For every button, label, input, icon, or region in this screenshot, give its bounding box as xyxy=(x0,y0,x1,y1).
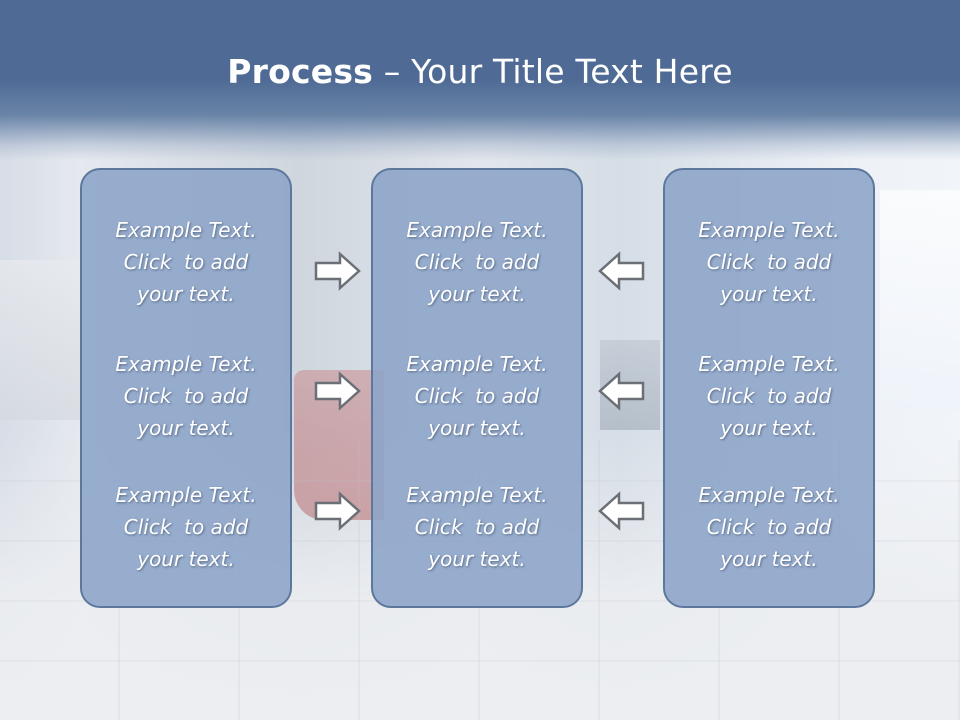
text-line: Click to add xyxy=(414,250,540,274)
text-line: Click to add xyxy=(414,515,540,539)
text-line: Example Text. xyxy=(698,218,840,242)
title-bar xyxy=(0,0,960,160)
text-block[interactable]: Example Text. Click to add your text. xyxy=(82,479,290,575)
text-block[interactable]: Example Text. Click to add your text. xyxy=(373,348,581,444)
text-line: Click to add xyxy=(706,250,832,274)
text-line: Click to add xyxy=(414,384,540,408)
text-line: your text. xyxy=(428,416,526,440)
background-window xyxy=(880,190,960,410)
arrow-left-icon[interactable] xyxy=(597,251,645,291)
arrow-right-icon[interactable] xyxy=(314,251,362,291)
text-block[interactable]: Example Text. Click to add your text. xyxy=(82,214,290,310)
text-line: Example Text. xyxy=(406,218,548,242)
slide-title[interactable]: Process – Your Title Text Here xyxy=(0,52,960,91)
text-block[interactable]: Example Text. Click to add your text. xyxy=(373,479,581,575)
text-line: Example Text. xyxy=(698,352,840,376)
process-box-left[interactable]: Example Text. Click to add your text. Ex… xyxy=(80,168,292,608)
text-line: Example Text. xyxy=(406,483,548,507)
text-line: Example Text. xyxy=(406,352,548,376)
text-line: your text. xyxy=(137,416,235,440)
process-box-middle[interactable]: Example Text. Click to add your text. Ex… xyxy=(371,168,583,608)
text-line: Click to add xyxy=(123,384,249,408)
text-line: your text. xyxy=(137,282,235,306)
text-block[interactable]: Example Text. Click to add your text. xyxy=(665,214,873,310)
text-block[interactable]: Example Text. Click to add your text. xyxy=(373,214,581,310)
text-line: Click to add xyxy=(706,384,832,408)
text-line: your text. xyxy=(137,547,235,571)
text-line: your text. xyxy=(720,282,818,306)
arrow-right-icon[interactable] xyxy=(314,371,362,411)
text-line: Click to add xyxy=(123,250,249,274)
text-line: your text. xyxy=(720,416,818,440)
background-cabinet xyxy=(0,260,80,420)
text-block[interactable]: Example Text. Click to add your text. xyxy=(665,348,873,444)
arrow-left-icon[interactable] xyxy=(597,491,645,531)
text-line: your text. xyxy=(428,282,526,306)
text-line: Click to add xyxy=(123,515,249,539)
text-line: your text. xyxy=(428,547,526,571)
text-line: Example Text. xyxy=(115,218,257,242)
arrow-left-icon[interactable] xyxy=(597,371,645,411)
text-block[interactable]: Example Text. Click to add your text. xyxy=(665,479,873,575)
text-line: Example Text. xyxy=(698,483,840,507)
text-line: your text. xyxy=(720,547,818,571)
slide-title-rest: – Your Title Text Here xyxy=(373,52,733,91)
text-line: Example Text. xyxy=(115,483,257,507)
text-line: Example Text. xyxy=(115,352,257,376)
text-line: Click to add xyxy=(706,515,832,539)
slide-title-bold: Process xyxy=(227,52,374,91)
text-block[interactable]: Example Text. Click to add your text. xyxy=(82,348,290,444)
arrow-right-icon[interactable] xyxy=(314,491,362,531)
process-box-right[interactable]: Example Text. Click to add your text. Ex… xyxy=(663,168,875,608)
